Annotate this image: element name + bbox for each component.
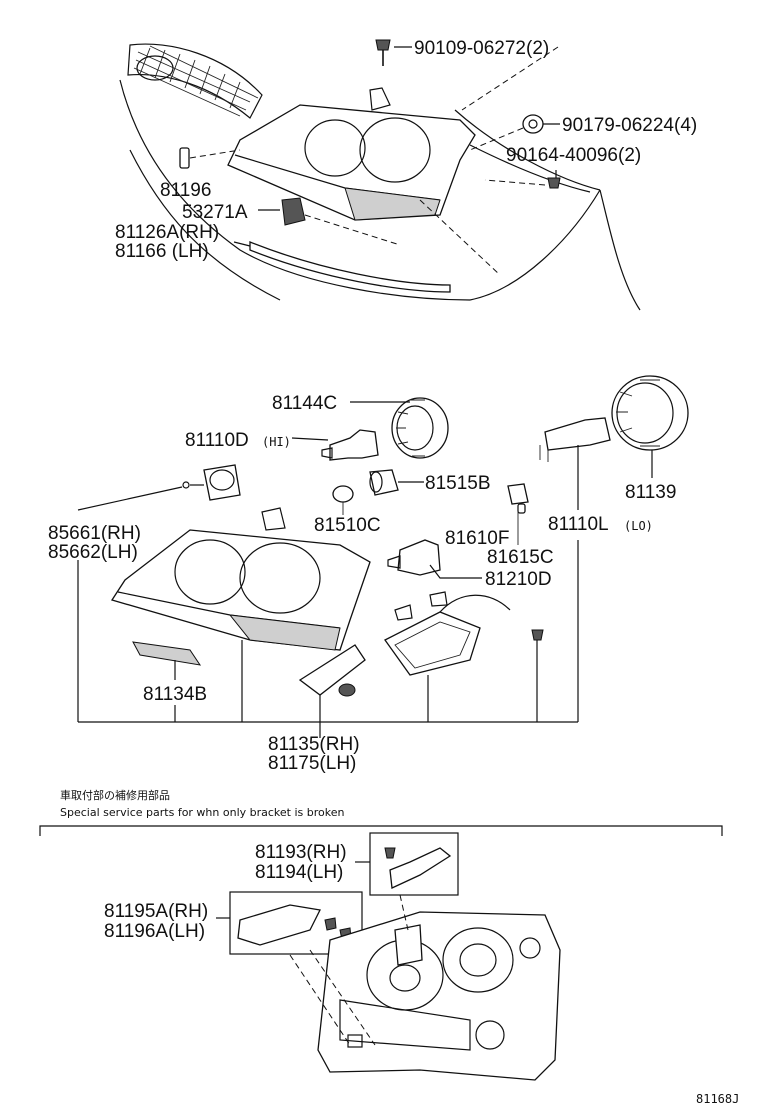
bracket-kit-81193 (369, 832, 459, 896)
label-85662: 85662(LH) (48, 542, 138, 563)
bulb-81210d (387, 539, 441, 576)
part-81126a-molding (249, 241, 451, 293)
part-81135-lamp (298, 644, 366, 697)
label-90179: 90179-06224(4) (562, 115, 697, 136)
label-81195a: 81195A(RH) (104, 901, 208, 922)
note-english: Special service parts for whn only brack… (60, 806, 345, 819)
label-81110l-suffix: (LO) (624, 519, 653, 533)
actuator-85661 (182, 464, 241, 501)
label-81610f: 81610F (445, 528, 509, 549)
headlamp-housing-exploded (110, 507, 371, 651)
label-81615c: 81615C (487, 547, 554, 568)
part-53271a-bracket (281, 197, 306, 226)
nut-90179 (522, 114, 544, 134)
label-85661: 85661(RH) (48, 523, 141, 544)
label-81510c: 81510C (314, 515, 381, 536)
bolt-90109 (375, 39, 391, 66)
label-81196: 81196 (160, 180, 211, 201)
label-81144c: 81144C (272, 393, 337, 414)
label-81196a: 81196A(LH) (104, 921, 205, 942)
note-japanese: 車取付部の補修用部品 (60, 788, 170, 802)
label-81194: 81194(LH) (255, 862, 343, 883)
socket-81615c (507, 483, 529, 505)
wiring-harness (384, 591, 511, 676)
headlamp-rear-view (317, 911, 561, 1081)
screw-90164 (547, 177, 561, 189)
bulb-81110l-lo (539, 417, 611, 462)
label-81110d-suffix: (HI) (262, 435, 291, 449)
screw-small-right (531, 629, 544, 641)
label-90109: 90109-06272(2) (414, 38, 549, 59)
label-81139: 81139 (625, 482, 676, 503)
label-81210d: 81210D (485, 569, 552, 590)
part-81134b-reflector (132, 641, 202, 666)
figure-code: 81168J (696, 1092, 739, 1106)
label-81126a: 81126A(RH) (115, 222, 219, 243)
label-81515b: 81515B (425, 473, 491, 494)
label-53271a: 53271A (182, 202, 248, 223)
label-81110d: 81110D (185, 430, 249, 451)
label-90164: 90164-40096(2) (506, 145, 641, 166)
headlamp-assembly-mounted (227, 87, 476, 221)
label-81175: 81175(LH) (268, 753, 356, 774)
part-81144c-cover (391, 397, 449, 459)
part-81139-cover (611, 375, 689, 451)
label-81166: 81166 (LH) (115, 241, 209, 262)
label-81110l: 81110L (548, 514, 609, 535)
socket-81515b (369, 469, 399, 496)
part-81196-clip (179, 147, 190, 169)
bulb-81610f (517, 503, 526, 514)
bulb-81110d-hi (321, 429, 379, 461)
label-81193: 81193(RH) (255, 842, 347, 863)
bulb-81510c (332, 485, 354, 503)
label-81134b: 81134B (143, 684, 207, 705)
vehicle-body-outline (119, 43, 641, 311)
label-81135: 81135(RH) (268, 734, 360, 755)
